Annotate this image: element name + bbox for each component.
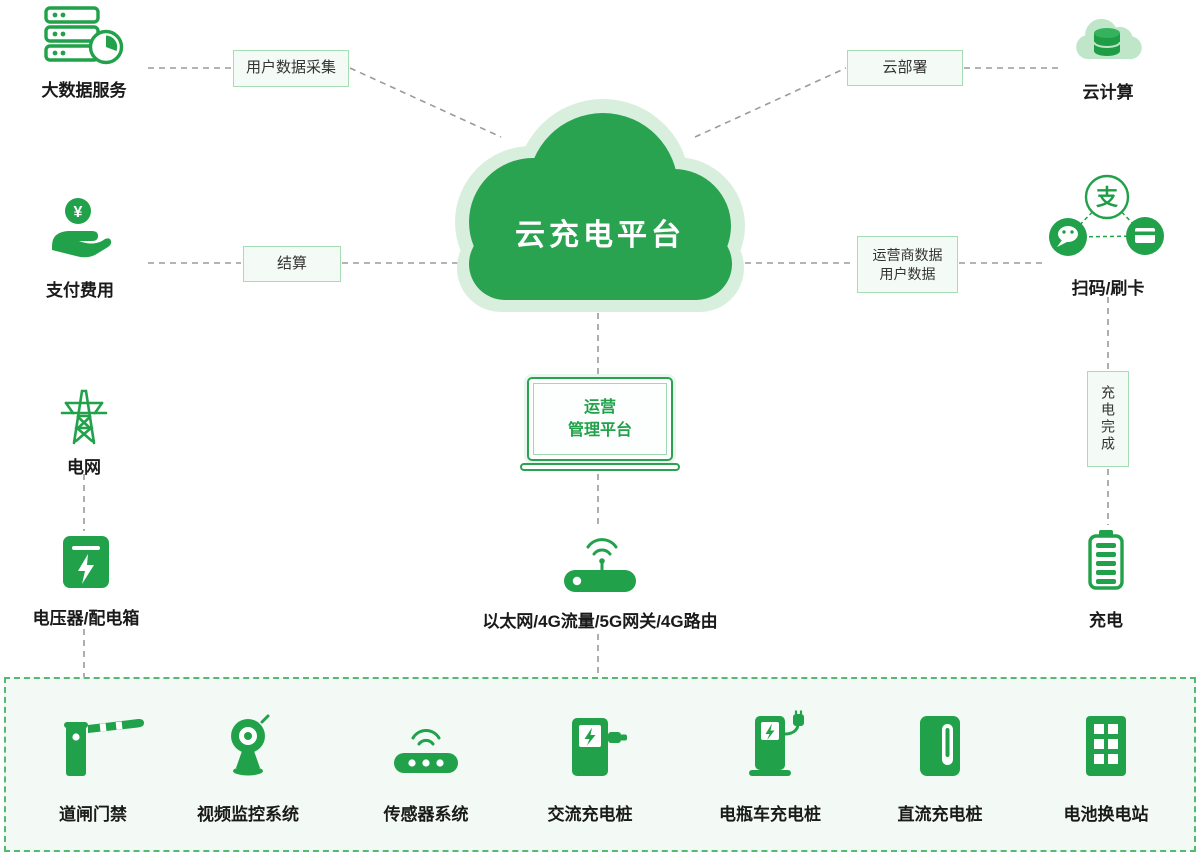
cctv-camera-icon <box>231 714 270 776</box>
ops-platform-node: 运营 管理平台 <box>520 377 680 471</box>
gateway-router-icon <box>564 538 636 592</box>
ops-platform-line2: 管理平台 <box>567 422 632 439</box>
line-cloud-to-deploy-box <box>694 67 847 138</box>
user-data-collect-text: 用户数据采集 <box>245 59 336 77</box>
payment-hand-coin-icon: ¥ <box>52 198 112 258</box>
ac-charger-label: 交流充电桩 <box>547 805 633 824</box>
settlement-text: 结算 <box>276 254 307 272</box>
operator-data-box: 运营商数据 用户数据 <box>857 236 958 293</box>
cctv-label: 视频监控系统 <box>197 805 299 824</box>
sensor-icon <box>394 728 458 773</box>
svg-text:¥: ¥ <box>74 204 83 221</box>
laptop-icon: 运营 管理平台 <box>527 377 673 461</box>
power-grid-tower-icon <box>60 389 108 445</box>
line-box-to-cloud-left <box>349 67 502 138</box>
network-label: 以太网/4G流量/5G网关/4G路由 <box>482 612 718 631</box>
user-data-collect-box: 用户数据采集 <box>233 50 349 87</box>
battery-swap-icon <box>1086 716 1126 776</box>
transformer-label: 电压器/配电箱 <box>32 609 140 628</box>
sensor-label: 传感器系统 <box>383 805 469 824</box>
charge-complete-box: 充电完成 <box>1087 371 1129 467</box>
scan-card-cluster-icon: 支 <box>1049 174 1164 256</box>
cloud-computing-icon <box>1076 18 1142 60</box>
charging-battery-icon <box>1088 530 1124 590</box>
power-grid-label: 电网 <box>67 458 101 477</box>
cloud-shape <box>469 113 732 300</box>
big-data-server-icon <box>44 6 124 65</box>
charging-label: 充电 <box>1089 611 1123 630</box>
big-data-label: 大数据服务 <box>41 81 127 100</box>
cloud-deploy-box: 云部署 <box>847 50 963 86</box>
battery-swap-label: 电池换电站 <box>1063 805 1149 824</box>
ops-platform-line1: 运营 <box>583 398 616 416</box>
cloud-computing-label: 云计算 <box>1082 83 1134 102</box>
ac-charger-icon <box>572 718 627 776</box>
cloud-platform-title: 云充电平台 <box>515 218 685 252</box>
alipay-icon: 支 <box>1084 174 1130 220</box>
operator-data-line2: 用户数据 <box>879 265 936 282</box>
barrier-gate-icon <box>64 718 144 776</box>
ebike-charger-icon <box>749 710 804 776</box>
bank-card-icon <box>1126 217 1164 255</box>
wechat-icon <box>1049 218 1087 256</box>
dc-charger-icon <box>920 716 960 776</box>
barrier-gate-label: 道闸门禁 <box>59 805 127 824</box>
ebike-charger-label: 电瓶车充电桩 <box>719 805 821 824</box>
operator-data-line1: 运营商数据 <box>872 246 943 263</box>
svg-text:支: 支 <box>1096 185 1119 210</box>
settlement-box: 结算 <box>243 246 341 282</box>
payment-label: 支付费用 <box>46 281 114 300</box>
laptop-base <box>520 463 680 471</box>
scan-card-label: 扫码/刷卡 <box>1071 279 1145 298</box>
transformer-box-icon <box>63 536 109 588</box>
dc-charger-label: 直流充电桩 <box>897 805 983 824</box>
cloud-deploy-text: 云部署 <box>882 58 928 76</box>
charge-complete-text: 充电完成 <box>1100 385 1116 453</box>
